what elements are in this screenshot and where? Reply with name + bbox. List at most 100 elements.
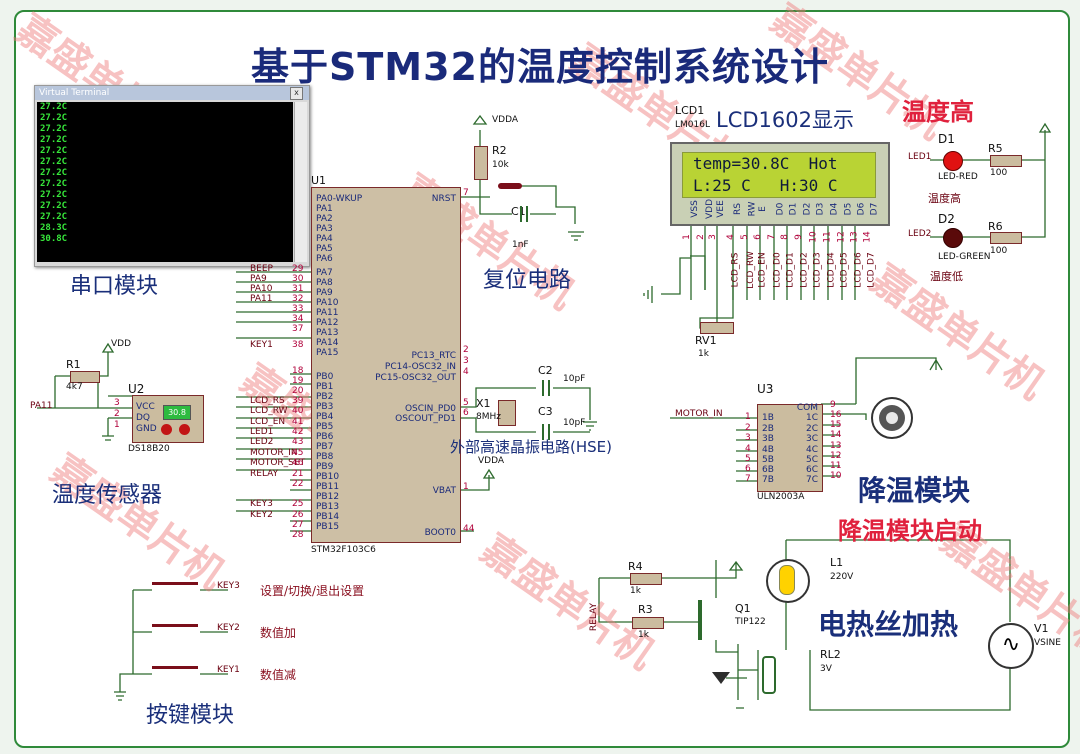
- reset-button-switch[interactable]: [498, 183, 522, 189]
- net-label: PA9: [250, 274, 267, 284]
- net-label: LCD_RW: [250, 406, 288, 416]
- d2-ref: D2: [938, 212, 955, 226]
- serial-module-label: 串口模块: [70, 274, 159, 299]
- mcu-pin-label: PB10: [316, 472, 340, 482]
- mcu-pin-number: 46: [292, 458, 304, 468]
- net-label: LED1: [250, 427, 274, 437]
- terminal-line: 27.2C: [40, 157, 68, 167]
- lcd-net-label: LCD_D0: [772, 252, 783, 288]
- terminal-line: 27.2C: [40, 201, 68, 211]
- lcd-pin-label: D0: [775, 202, 786, 216]
- key1-description: 数值减: [260, 668, 297, 682]
- resistor-r6: [990, 232, 1022, 244]
- net-label: MOTOR_IN: [250, 448, 298, 458]
- sensor-pin-label: DQ: [136, 413, 151, 423]
- terminal-line: 27.2C: [40, 146, 68, 156]
- lcd-pin-number: 13: [849, 231, 860, 243]
- terminal-scrollbar[interactable]: [294, 102, 307, 262]
- lcd-pin-label: RS: [732, 203, 743, 215]
- uln-pin-number: 12: [830, 451, 842, 461]
- key1-button[interactable]: [152, 666, 198, 677]
- r3-ref: R3: [638, 603, 653, 616]
- lcd-pin-label: D1: [788, 202, 799, 216]
- mcu-pin-number: 34: [292, 314, 304, 324]
- u2-ref: U2: [128, 382, 145, 396]
- key2-button[interactable]: [152, 624, 198, 635]
- key2-description: 数值加: [260, 626, 297, 640]
- mcu-pin-label: PB0: [316, 372, 334, 382]
- uln-part: ULN2003A: [757, 492, 805, 502]
- r3-value: 1k: [638, 630, 649, 640]
- lcd-pin-label: D3: [815, 202, 826, 216]
- uln-pin-number: 10: [830, 471, 842, 481]
- mcu-pin-number: 21: [292, 469, 304, 479]
- lamp-filament-icon: [779, 565, 795, 595]
- mcu-pin-label: PB13: [316, 502, 340, 512]
- c2-ref: C2: [538, 364, 553, 377]
- key-module-label: 按键模块: [146, 703, 235, 728]
- mcu-pin-number: 22: [292, 479, 304, 489]
- net-label: LCD_EN: [250, 417, 286, 427]
- resistor-r3: [632, 617, 664, 629]
- mcu-pin-label: NRST: [431, 194, 456, 204]
- lcd-pin-label: RW: [747, 201, 758, 217]
- terminal-titlebar[interactable]: Virtual Terminal x: [35, 86, 309, 100]
- lcd-net-label: LCD_D1: [785, 252, 796, 288]
- mcu-pin-number: 7: [463, 188, 469, 198]
- terminal-title: Virtual Terminal: [39, 88, 110, 98]
- key3-description: 设置/切换/退出设置: [260, 584, 365, 598]
- r5-ref: R5: [988, 142, 1003, 155]
- lcd-pin-number: 8: [779, 234, 790, 240]
- rv1-value: 1k: [698, 349, 709, 359]
- lcd1602-display: temp=30.8C Hot L:25 C H:30 C: [670, 142, 890, 226]
- rl2-value: 3V: [820, 664, 832, 674]
- mcu-pin-number: 32: [292, 294, 304, 304]
- uln-input-label: 4B: [762, 445, 774, 455]
- sensor-up-button[interactable]: [179, 424, 190, 435]
- mcu-pin-number: 25: [292, 499, 304, 509]
- mcu-pin-label: VBAT: [432, 486, 456, 496]
- mcu-pin-number: 28: [292, 530, 304, 540]
- mcu-pin-label: PA8: [316, 278, 333, 288]
- terminal-line: 27.2C: [40, 212, 68, 222]
- vdda-label: VDDA: [492, 115, 519, 125]
- lcd-pin-number: 12: [836, 231, 847, 243]
- uln2003a-driver: 1B 2B 3B 4B 5B 6B 7B COM 1C 2C 3C 4C 5C …: [757, 403, 823, 492]
- uln-input-label: 3B: [762, 434, 774, 444]
- lcd-pin-number: 10: [808, 231, 819, 243]
- mcu-pin-number: 43: [292, 437, 304, 447]
- mcu-pin-label: PA9: [316, 288, 333, 298]
- capacitor-c3-plate: [548, 424, 550, 440]
- lcd-net-label: LCD_D3: [812, 252, 823, 288]
- r6-value: 100: [990, 246, 1008, 256]
- lcd-net-label: LCD_RW: [745, 251, 756, 289]
- led-green-d2: [943, 228, 963, 248]
- mcu-pin-number: 30: [292, 274, 304, 284]
- sensor-down-button[interactable]: [161, 424, 172, 435]
- lcd-net-label: LCD_D4: [826, 252, 837, 288]
- net-label: KEY3: [250, 499, 273, 509]
- l1-value: 220V: [830, 572, 854, 582]
- mcu-pin-label: PB1: [316, 382, 334, 392]
- lcd-pin-label: VEE: [715, 200, 726, 218]
- uln-input-label: 6B: [762, 465, 774, 475]
- uln-pin-number: 11: [830, 461, 842, 471]
- led2-net-label: LED2: [908, 229, 932, 239]
- r2-value: 10k: [492, 160, 509, 170]
- mcu-pin-number: 40: [292, 406, 304, 416]
- mcu-pin-label: PA3: [316, 224, 333, 234]
- lcd-pin-number: 9: [793, 234, 804, 240]
- close-icon[interactable]: x: [290, 87, 303, 100]
- mcu-pin-number: 42: [292, 427, 304, 437]
- r1-value: 4k7: [66, 382, 83, 392]
- potentiometer-rv1[interactable]: [700, 322, 734, 334]
- mcu-pin-number: 18: [292, 366, 304, 376]
- lcd-pin-number: 6: [752, 234, 763, 240]
- key3-button[interactable]: [152, 582, 198, 593]
- uln-pin-number: 5: [745, 454, 751, 464]
- capacitor-c1-plate: [526, 206, 528, 222]
- sensor-pin-number: 1: [114, 420, 120, 430]
- virtual-terminal-window[interactable]: Virtual Terminal x 27.2C 27.2C 27.2C 27.…: [34, 85, 310, 267]
- r4-value: 1k: [630, 586, 641, 596]
- r1-ref: R1: [66, 358, 81, 371]
